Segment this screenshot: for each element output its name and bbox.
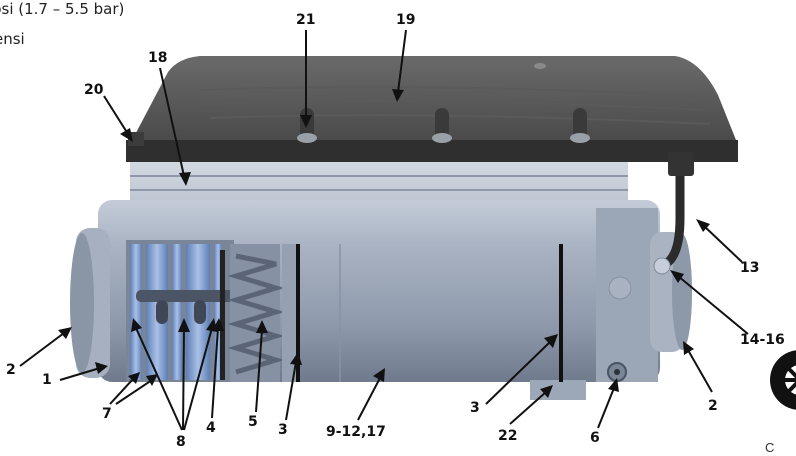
callout-3-right: 3 bbox=[470, 400, 480, 416]
leader-5 bbox=[255, 329, 263, 413]
leader-7b bbox=[115, 379, 153, 405]
callout-1: 1 bbox=[42, 372, 52, 388]
callout-4: 4 bbox=[206, 420, 216, 436]
leader-3b bbox=[485, 341, 551, 405]
leader-2-left bbox=[19, 332, 65, 367]
cable-gland bbox=[653, 152, 694, 275]
callout-20: 20 bbox=[84, 82, 104, 98]
callout-7: 7 bbox=[102, 406, 112, 422]
pump-stages bbox=[126, 240, 236, 382]
leader-3a bbox=[285, 361, 297, 421]
cover-mount-screw bbox=[128, 132, 144, 146]
callout-2-right: 2 bbox=[708, 398, 718, 414]
leader-8a bbox=[135, 327, 183, 431]
logo-letter: C bbox=[765, 440, 774, 455]
top-cover bbox=[126, 56, 738, 162]
header-pressure-text: psi (1.7 – 5.5 bar) bbox=[0, 0, 125, 18]
callout-19: 19 bbox=[396, 12, 415, 28]
leader-8b bbox=[182, 327, 185, 431]
callout-2-left: 2 bbox=[6, 362, 16, 378]
leader-22 bbox=[509, 391, 547, 425]
leader-1 bbox=[59, 367, 101, 381]
leader-7a bbox=[109, 377, 135, 405]
leader-19 bbox=[397, 29, 407, 93]
leader-18 bbox=[159, 67, 185, 177]
callout-3-left: 3 bbox=[278, 422, 288, 438]
leader-4 bbox=[211, 327, 219, 419]
leader-6 bbox=[597, 387, 615, 429]
callout-6: 6 bbox=[590, 430, 600, 446]
cover-screw-2 bbox=[432, 108, 452, 143]
cover-base-plate bbox=[126, 140, 738, 162]
leader-8c bbox=[183, 327, 213, 431]
leader-20 bbox=[103, 95, 129, 135]
header-dimension-text: ensi bbox=[0, 30, 25, 48]
callout-14-16: 14-16 bbox=[740, 332, 785, 348]
leader-9 bbox=[357, 377, 381, 421]
band-clamp-right bbox=[559, 244, 563, 382]
leader-13 bbox=[703, 225, 743, 263]
shaft-seal-ring bbox=[220, 250, 225, 380]
certification-logo: C bbox=[765, 350, 796, 455]
callout-13: 13 bbox=[740, 260, 759, 276]
callout-22: 22 bbox=[498, 428, 517, 444]
coupling bbox=[227, 244, 300, 382]
callout-5: 5 bbox=[248, 414, 258, 430]
leader-14-16 bbox=[677, 275, 749, 335]
pump-shaft bbox=[136, 290, 236, 302]
callout-18: 18 bbox=[148, 50, 167, 66]
cover-screw-3 bbox=[570, 108, 590, 143]
band-clamp-left bbox=[296, 244, 300, 382]
right-outlet-port bbox=[650, 232, 692, 352]
callout-8: 8 bbox=[176, 434, 186, 450]
callout-9-12-17: 9-12,17 bbox=[326, 424, 386, 440]
left-inlet-port bbox=[70, 228, 110, 378]
leader-2-right bbox=[687, 349, 713, 393]
mounting-foot bbox=[530, 380, 586, 400]
callout-21: 21 bbox=[296, 12, 315, 28]
